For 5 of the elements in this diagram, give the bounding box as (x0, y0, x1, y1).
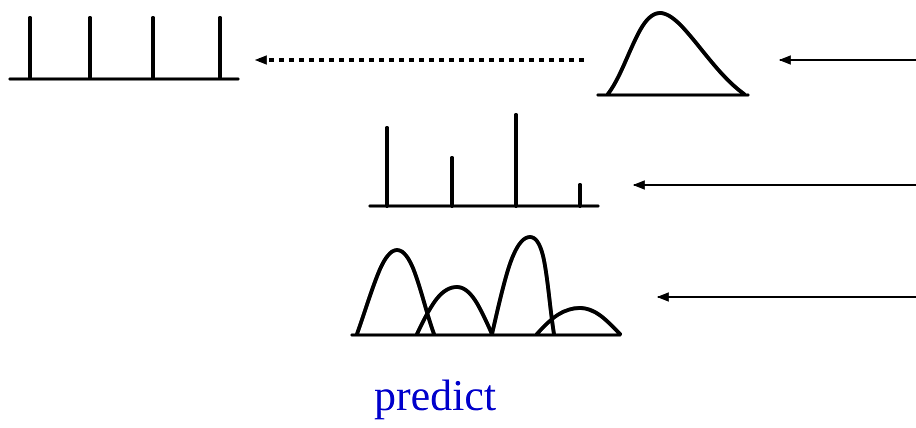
arrow (778, 55, 916, 65)
arrow (632, 180, 916, 190)
arrow (656, 292, 916, 302)
arrow (254, 55, 584, 65)
caption-text: predict (374, 374, 496, 418)
